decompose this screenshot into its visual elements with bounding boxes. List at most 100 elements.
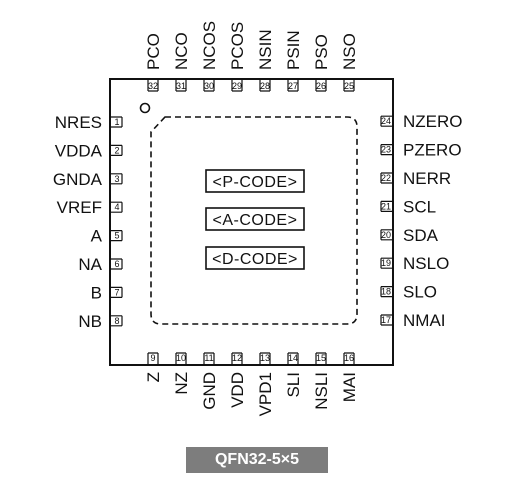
pin-name: PSO xyxy=(312,34,331,70)
pin-number: 21 xyxy=(381,201,391,211)
package-body xyxy=(109,78,394,366)
pin-number: 26 xyxy=(316,81,326,91)
pin-name: VDDA xyxy=(55,141,103,160)
pin-number: 13 xyxy=(260,353,270,363)
pin-number: 27 xyxy=(288,81,298,91)
pin-name: GNDA xyxy=(53,170,103,189)
pin-pad xyxy=(110,258,123,270)
pin-name: Z xyxy=(144,372,163,382)
pin-name: B xyxy=(91,283,102,302)
code-a-box: <A-CODE> xyxy=(205,207,305,231)
pin-name: PSIN xyxy=(284,30,303,70)
pin-26: 26 PSO xyxy=(312,34,331,92)
pin-number: 11 xyxy=(204,353,213,363)
pin-number: 6 xyxy=(114,259,119,269)
pin-6: 6NA xyxy=(78,255,123,274)
pin-name: NSO xyxy=(340,33,359,70)
pin-name: SLO xyxy=(403,283,437,302)
pin-18: 18 SLO xyxy=(380,283,437,302)
pin-pad xyxy=(231,79,243,92)
pin-pad xyxy=(259,79,271,92)
pin-name: NZ xyxy=(172,372,191,395)
pin-number: 30 xyxy=(204,81,214,91)
pin-2: 2 VDDA xyxy=(55,141,123,160)
pin-number: 7 xyxy=(114,287,119,297)
pin-name: NMAI xyxy=(403,311,446,330)
pin-number: 14 xyxy=(288,353,298,363)
pin-name: NERR xyxy=(403,169,451,188)
package-caption: QFN32-5×5 xyxy=(186,447,328,473)
pin-20: 20 SDA xyxy=(380,226,439,245)
pin-pad xyxy=(380,144,393,156)
pin-pad xyxy=(380,200,393,212)
pin-pad xyxy=(110,315,123,327)
pin-pad xyxy=(380,314,393,326)
pin-pad xyxy=(147,352,159,365)
pin-name: NSLO xyxy=(403,254,449,273)
pin-number: 15 xyxy=(316,353,326,363)
pin-name: NSIN xyxy=(256,29,275,70)
pin-8: 8NB xyxy=(78,312,123,331)
pin-pad xyxy=(343,352,355,365)
pin-number: 22 xyxy=(381,173,391,183)
pin-name: PCOS xyxy=(228,22,247,70)
pin-pad xyxy=(343,79,355,92)
pin-pad xyxy=(380,172,393,184)
pin-pad xyxy=(315,352,327,365)
pin-name: SDA xyxy=(403,226,439,245)
pin-name: NRES xyxy=(55,113,102,132)
pin-name: PZERO xyxy=(403,141,462,160)
pin-pad xyxy=(380,286,393,298)
pin-name: NSLI xyxy=(312,372,331,410)
pin-pad xyxy=(110,230,123,242)
pin-number: 32 xyxy=(148,81,158,91)
code-d-label: <D-CODE> xyxy=(212,251,298,268)
pin-pad xyxy=(380,115,393,127)
pin-27: 27 PSIN xyxy=(284,30,303,92)
pin-number: 9 xyxy=(150,353,155,363)
pin-number: 5 xyxy=(114,231,119,241)
pin1-marker xyxy=(139,102,151,114)
pin-7: 7B xyxy=(91,283,123,302)
pin-22: 22 NERR xyxy=(380,169,451,188)
pin-number: 12 xyxy=(232,353,242,363)
code-a-label: <A-CODE> xyxy=(213,212,298,229)
pin-number: 19 xyxy=(381,258,391,268)
code-p-label: <P-CODE> xyxy=(213,174,298,191)
code-p-box: <P-CODE> xyxy=(205,169,305,193)
pin-number: 18 xyxy=(381,287,391,297)
pin-number: 23 xyxy=(381,145,391,155)
pin-number: 2 xyxy=(114,145,119,155)
pin-pad xyxy=(287,79,299,92)
pin-name: SLI xyxy=(284,372,303,398)
pin-pad xyxy=(203,352,215,365)
pin-pad xyxy=(110,173,123,185)
pin-number: 31 xyxy=(176,81,186,91)
pin-number: 17 xyxy=(381,315,391,325)
pin-19: 19 NSLO xyxy=(380,254,449,273)
pin-name: VDD xyxy=(228,372,247,408)
pin-number: 8 xyxy=(114,316,119,326)
pin-name: MAI xyxy=(340,372,359,402)
pin-name: VPD1 xyxy=(256,372,275,416)
pin-pad xyxy=(175,79,187,92)
pin-name: NCOS xyxy=(200,21,219,70)
pin-number: 20 xyxy=(381,230,391,240)
pin-17: 17 NMAI xyxy=(380,311,446,330)
pin-pad xyxy=(147,79,159,92)
pin-pad xyxy=(380,229,393,241)
